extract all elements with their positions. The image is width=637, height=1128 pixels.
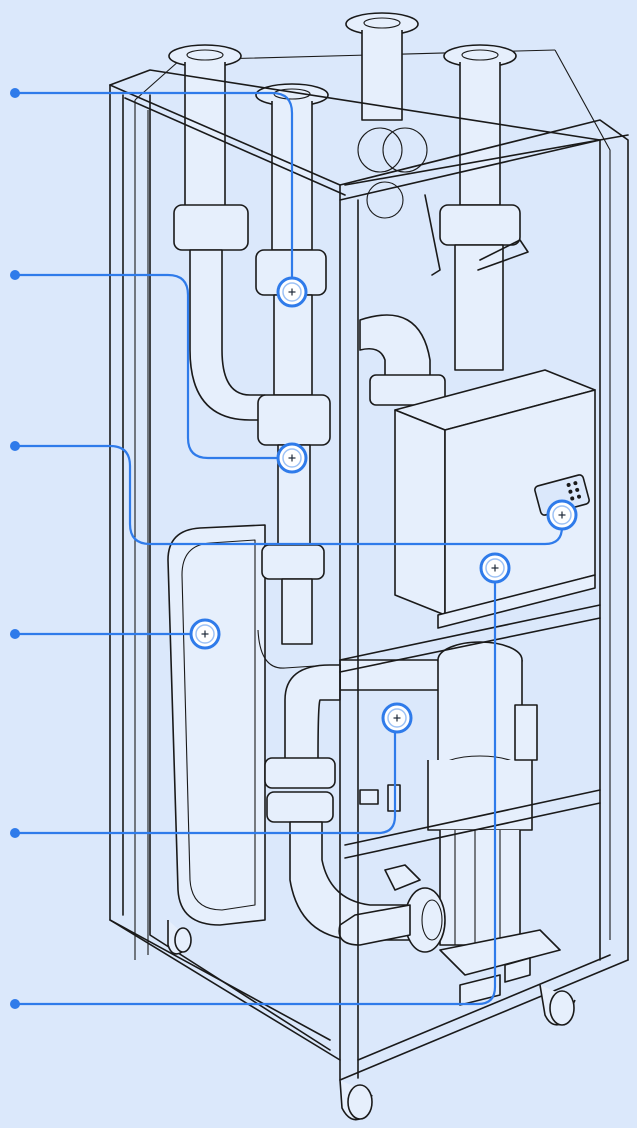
leader-dots bbox=[10, 88, 20, 1009]
top-pipes bbox=[168, 12, 517, 251]
hotspot-control-panel[interactable] bbox=[546, 499, 578, 531]
hotspot-control-box[interactable] bbox=[479, 552, 511, 584]
heat-exchanger bbox=[167, 524, 266, 926]
hotspot-upper-flange[interactable] bbox=[276, 276, 308, 308]
control-box bbox=[394, 369, 596, 629]
casters bbox=[167, 920, 576, 1121]
hotspot-middle-flange[interactable] bbox=[276, 442, 308, 474]
frame bbox=[109, 69, 629, 1081]
hotspot-heat-exchanger[interactable] bbox=[189, 618, 221, 650]
leader-lines bbox=[15, 91, 564, 1006]
pump bbox=[384, 641, 561, 1006]
skid-illustration bbox=[109, 12, 629, 1121]
hotspot-valve[interactable] bbox=[381, 702, 413, 734]
